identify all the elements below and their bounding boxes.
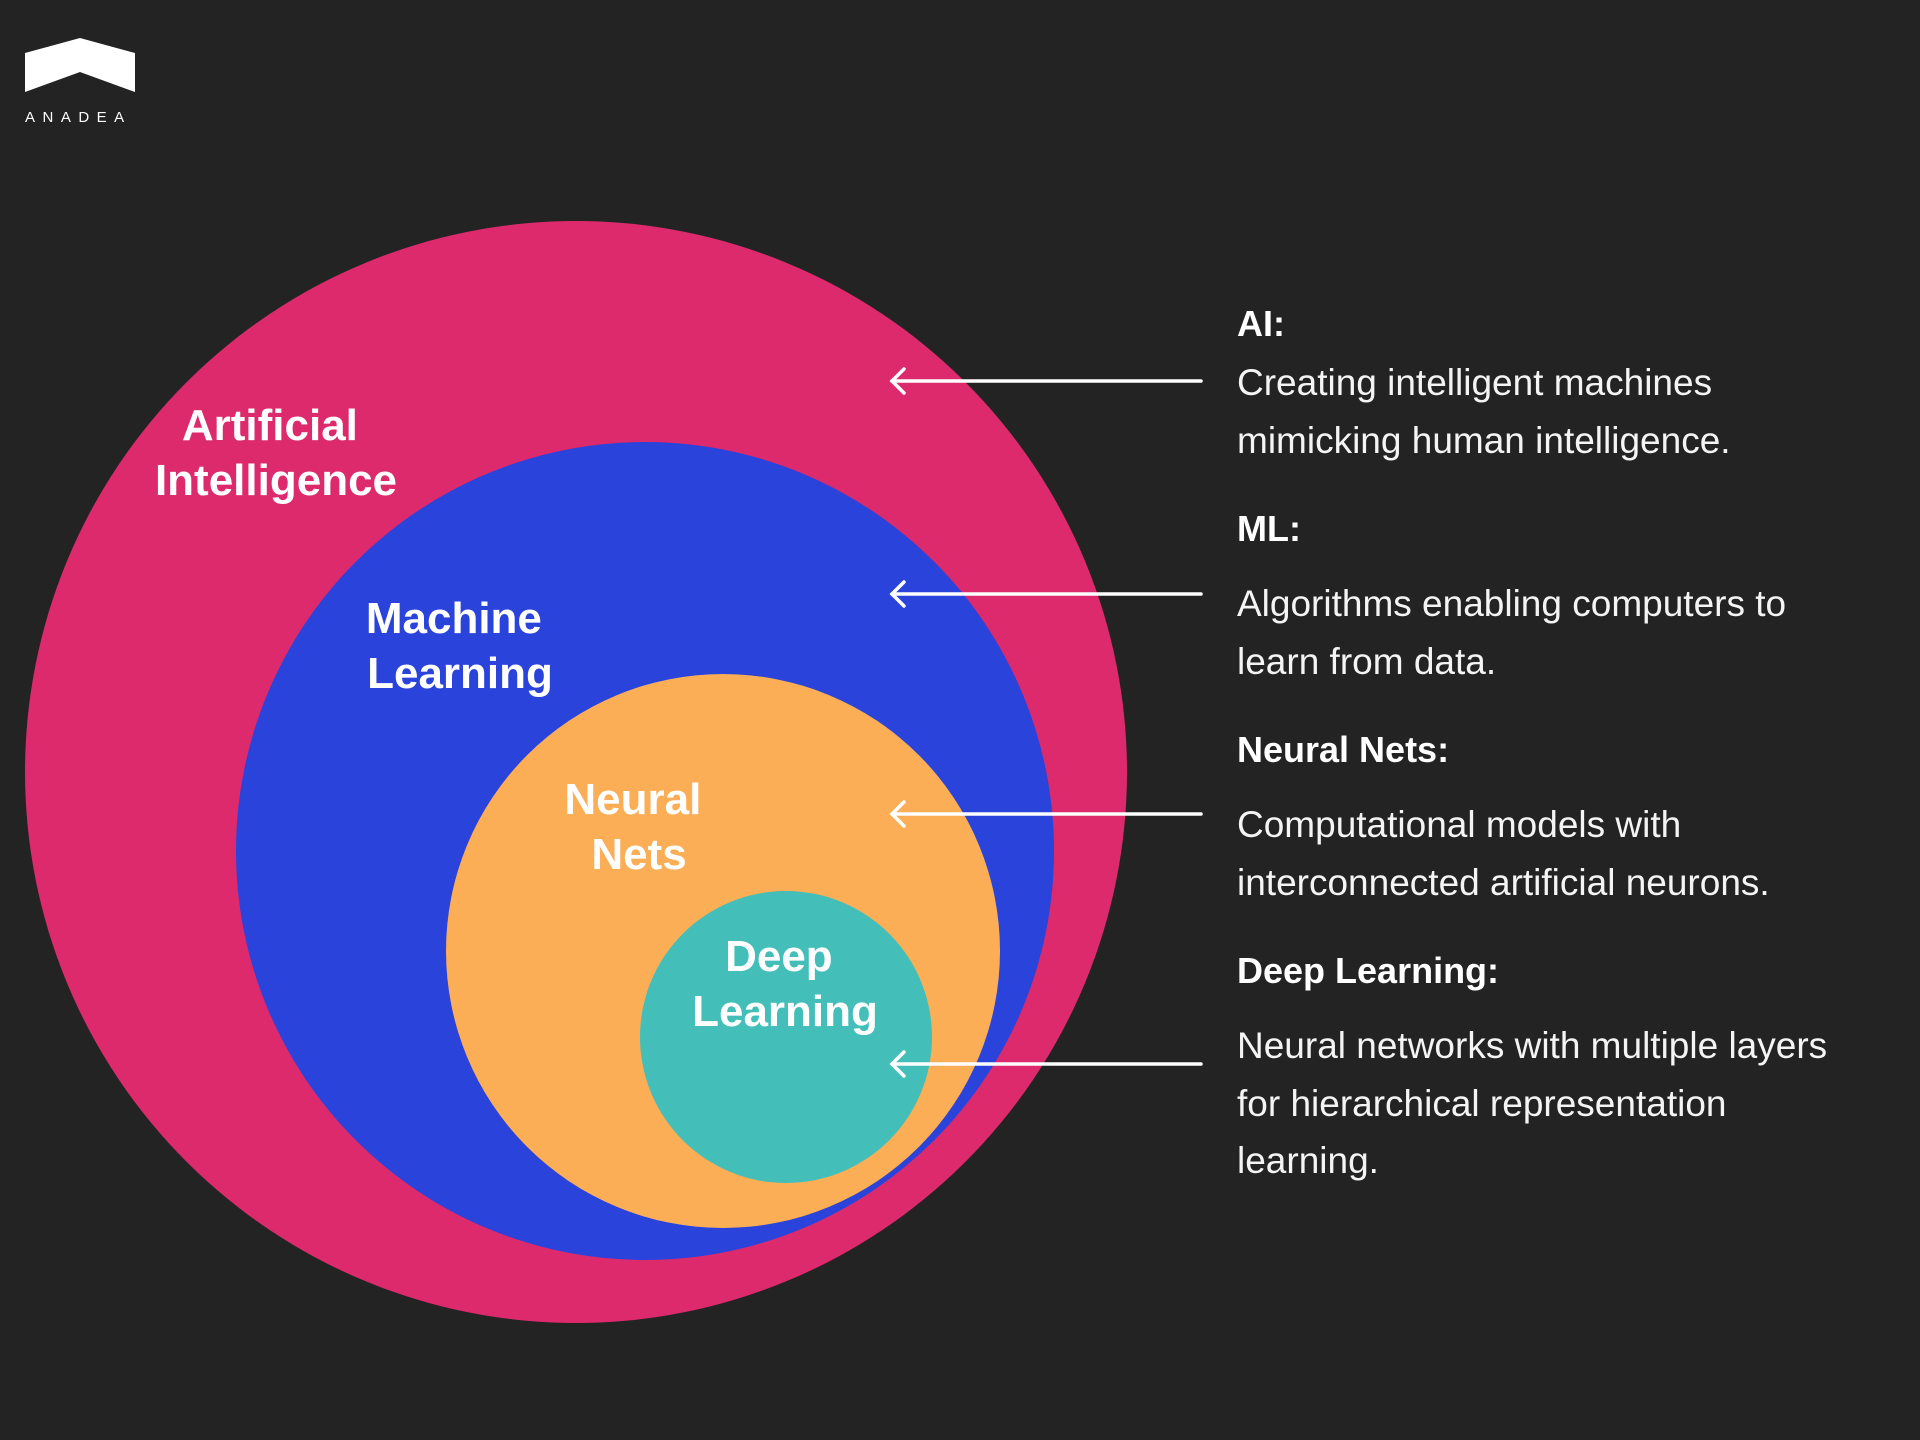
description-ai: AI: Creating intelligent machines mimick… xyxy=(1237,302,1917,469)
label-ml-line-2: Learning xyxy=(367,649,553,698)
description-line: Algorithms enabling computers to xyxy=(1237,583,1787,624)
arrow-ml xyxy=(889,580,1203,608)
brand-name: ANADEA xyxy=(25,109,132,126)
arrow-left-icon xyxy=(889,800,906,828)
description-line: mimicking human intelligence. xyxy=(1237,419,1731,461)
arrow-left-icon xyxy=(889,1050,906,1078)
description-title: AI: xyxy=(1237,303,1285,344)
arrow-left-icon xyxy=(889,580,906,608)
anadea-logo: ANADEA xyxy=(25,38,137,128)
description-line: Creating intelligent machines xyxy=(1237,362,1713,403)
label-ai-line-1: Artificial xyxy=(182,401,358,450)
description-line: Neural networks with multiple layers xyxy=(1237,1025,1828,1066)
label-neural-nets: Neural Nets xyxy=(564,775,713,879)
arrow-left-icon xyxy=(889,367,906,395)
label-artificial-intelligence: Artificial Intelligence xyxy=(155,401,397,505)
label-ai-line-2: Intelligence xyxy=(155,456,397,505)
label-ml-line-1: Machine xyxy=(366,594,542,643)
label-machine-learning: Machine Learning xyxy=(366,594,554,698)
description-neural-nets: Neural Nets: Computational models with i… xyxy=(1237,728,1917,911)
label-dl-line-2: Learning xyxy=(692,987,878,1036)
label-dl-line-1: Deep xyxy=(725,932,833,981)
description-line: for hierarchical representation xyxy=(1237,1082,1727,1124)
description-deep-learning: Deep Learning: Neural networks with mult… xyxy=(1237,949,1917,1190)
description-line: Computational models with xyxy=(1237,804,1682,845)
description-ml: ML: Algorithms enabling computers to lea… xyxy=(1237,507,1917,690)
description-title: ML: xyxy=(1237,508,1301,549)
arrow-ai xyxy=(889,367,1203,395)
label-deep-learning: Deep Learning xyxy=(692,932,878,1036)
chevron-roof-logo-icon xyxy=(25,38,135,92)
label-nn-line-1: Neural xyxy=(564,775,701,824)
circle-deep-learning xyxy=(640,891,932,1183)
label-nn-line-2: Nets xyxy=(591,830,686,879)
description-title: Deep Learning: xyxy=(1237,950,1500,991)
description-line: interconnected artificial neurons. xyxy=(1237,861,1770,903)
arrow-nn xyxy=(889,800,1203,828)
description-line: learn from data. xyxy=(1237,640,1497,682)
description-title: Neural Nets: xyxy=(1237,729,1450,770)
arrow-dl xyxy=(889,1050,1203,1078)
description-line: learning. xyxy=(1237,1140,1379,1181)
